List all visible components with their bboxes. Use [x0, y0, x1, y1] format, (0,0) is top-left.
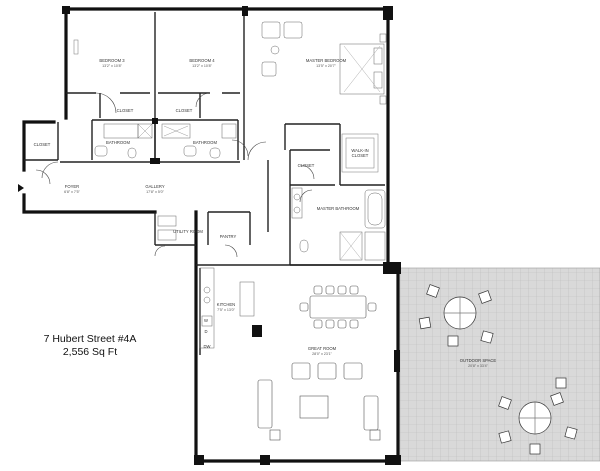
foyer-label: FOYER: [65, 184, 79, 189]
exterior-walls: [22, 7, 400, 463]
master-bedroom-dims: 13'5" x 20'7": [316, 64, 336, 68]
appliance-d: D: [204, 329, 207, 334]
bedroom-4-label: BEDROOM 4: [189, 58, 215, 63]
kitchen-fixtures: [199, 267, 255, 349]
bathroom-1-label: BATHROOM: [106, 140, 130, 145]
utility-fixtures: [157, 215, 177, 241]
living-furniture: [257, 362, 381, 441]
master-closet-label: CLOSET: [298, 163, 315, 168]
outdoor-space-dims: 20'8" x 33'4": [468, 364, 488, 368]
walk-in-closet: [341, 133, 379, 173]
great-room-dims: 28'0" x 23'1": [312, 352, 332, 356]
outdoor-terrace: [397, 267, 600, 462]
outdoor-space-label: OUTDOOR SPACE: [460, 358, 497, 363]
bedroom-3: BEDROOM 3 13'2" x 10'8" CLOSET: [73, 39, 134, 113]
bedroom-3-label: BEDROOM 3: [99, 58, 125, 63]
bedroom-4: BEDROOM 4 13'2" x 10'8" CLOSET: [176, 58, 216, 113]
gallery-label: GALLERY: [145, 184, 164, 189]
dining-table: [299, 285, 377, 329]
columns: [62, 6, 401, 465]
entry-closet-label: CLOSET: [34, 142, 51, 147]
walk-in-closet-label-2: CLOSET: [352, 153, 369, 158]
bedroom-4-dims: 13'2" x 10'8": [192, 64, 212, 68]
appliance-w: W: [204, 318, 208, 323]
bathrooms: [94, 123, 237, 159]
appliance-dw: DW: [204, 344, 211, 349]
doors[interactable]: [35, 92, 315, 258]
pantry-label: PANTRY: [220, 234, 237, 239]
bedroom-3-dims: 13'2" x 10'8": [102, 64, 122, 68]
utility-room-label: UTILITY ROOM: [173, 229, 203, 234]
bathroom-2-label: BATHROOM: [193, 140, 217, 145]
entry-arrow-icon: [18, 184, 24, 192]
interior-walls: [24, 12, 388, 355]
foyer-dims: 6'8" x 7'5": [64, 190, 80, 194]
closet-b3-label: CLOSET: [117, 108, 134, 113]
master-bathroom-label: MASTER BATHROOM: [317, 206, 360, 211]
master-bath-fixtures: [291, 187, 386, 261]
gallery-dims: 17'8" x 5'0": [146, 190, 164, 194]
listing-address: 7 Hubert Street #4A: [43, 333, 137, 345]
walk-in-closet-label: WALK-IN: [351, 148, 368, 153]
master-bedroom: [261, 21, 387, 105]
listing-area: 2,556 Sq Ft: [62, 346, 118, 358]
closet-b4-label: CLOSET: [176, 108, 193, 113]
great-room-label: GREAT ROOM: [308, 346, 337, 351]
master-bedroom-label: MASTER BEDROOM: [306, 58, 347, 63]
terrace-furniture: [418, 284, 578, 455]
kitchen-dims: 7'5" x 13'0": [217, 308, 235, 312]
kitchen-label: KITCHEN: [217, 302, 235, 307]
